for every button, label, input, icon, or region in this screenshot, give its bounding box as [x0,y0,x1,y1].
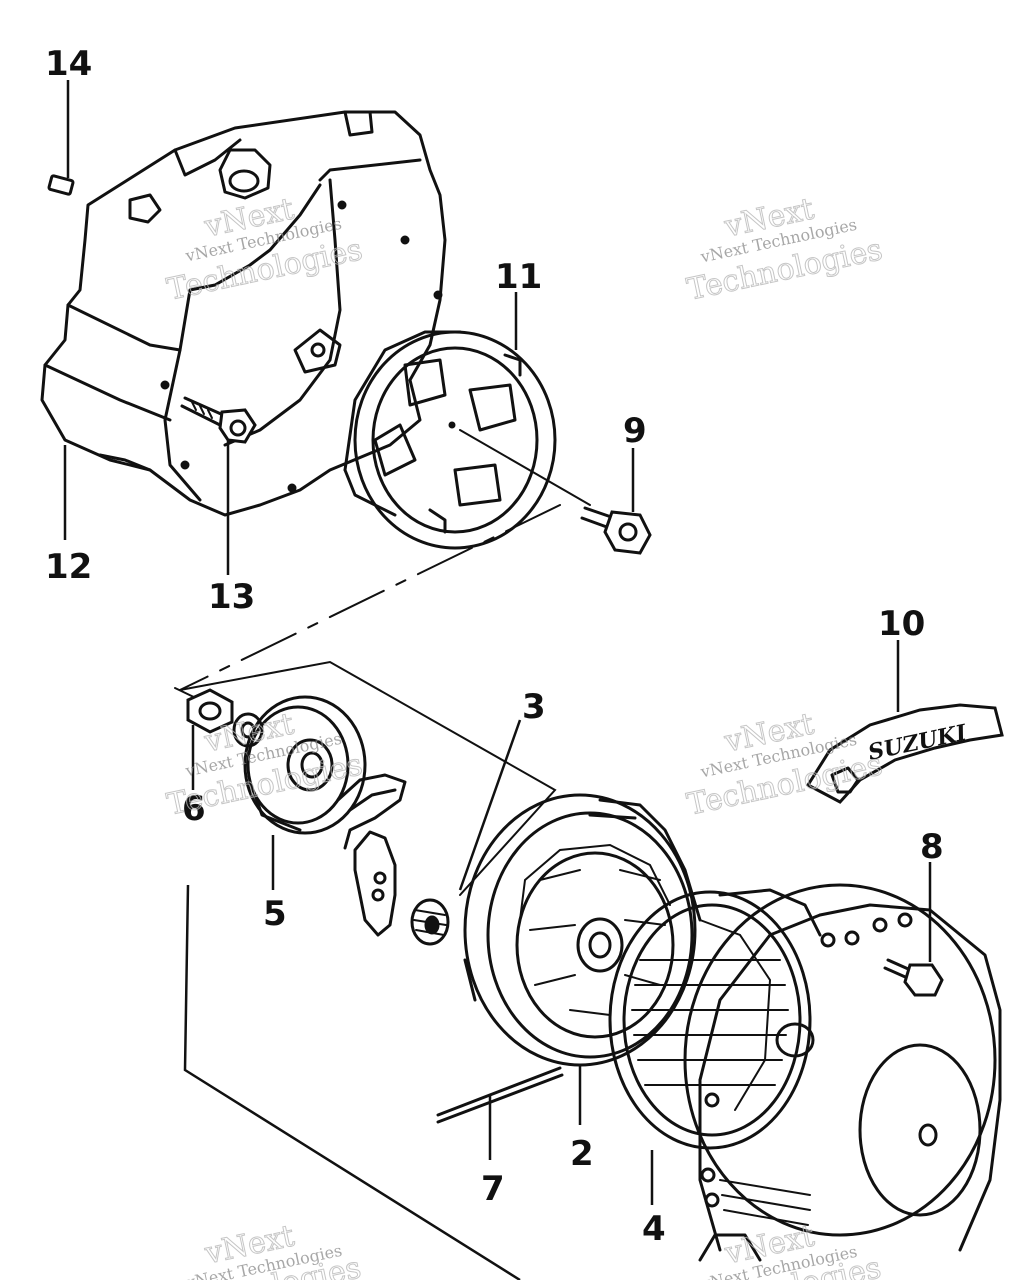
callout-4: 4 [642,1209,666,1249]
bolt-part-9 [459,429,652,555]
pin-part-14 [47,174,75,196]
callout-13: 13 [208,577,255,617]
callout-5: 5 [263,894,287,934]
bolt-part-13 [180,396,257,444]
watermark-top-left: vNext Technologies vNext Technologies [164,191,366,308]
fan-housing-part-12 [40,110,447,517]
recoil-spring-part-4 [608,888,822,1150]
starter-case [683,883,1002,1262]
pulley-part-2 [463,793,702,1067]
callout-11: 11 [495,257,542,297]
callout-2: 2 [570,1134,594,1174]
callout-10: 10 [878,604,925,644]
callout-6: 6 [182,789,206,829]
ratchet-pawl [353,830,397,937]
bolt-part-8 [883,958,944,997]
callout-8: 8 [920,827,944,867]
callout-7: 7 [481,1169,505,1209]
callout-14: 14 [45,44,92,84]
watermark-top-right: vNext Technologies vNext Technologies [684,191,886,308]
watermark-bottom-right: vNext Technologies vNext Technologies [682,1218,884,1280]
callout-12: 12 [45,547,92,587]
callout-9: 9 [623,411,647,451]
callout-numbers: 14 11 9 12 13 10 3 6 5 8 2 7 4 [45,44,944,1249]
leader-lines [63,80,932,1280]
spring-clip [336,773,407,850]
watermark-mid-right: vNext Technologies vNext Technologies [684,706,886,823]
pawl-spring [410,898,450,946]
friction-plate-part-5 [243,695,367,835]
watermark-bottom-left: vNext Technologies vNext Technologies [162,1218,364,1280]
callout-3: 3 [522,687,546,727]
starter-cup-part-11 [343,330,557,550]
